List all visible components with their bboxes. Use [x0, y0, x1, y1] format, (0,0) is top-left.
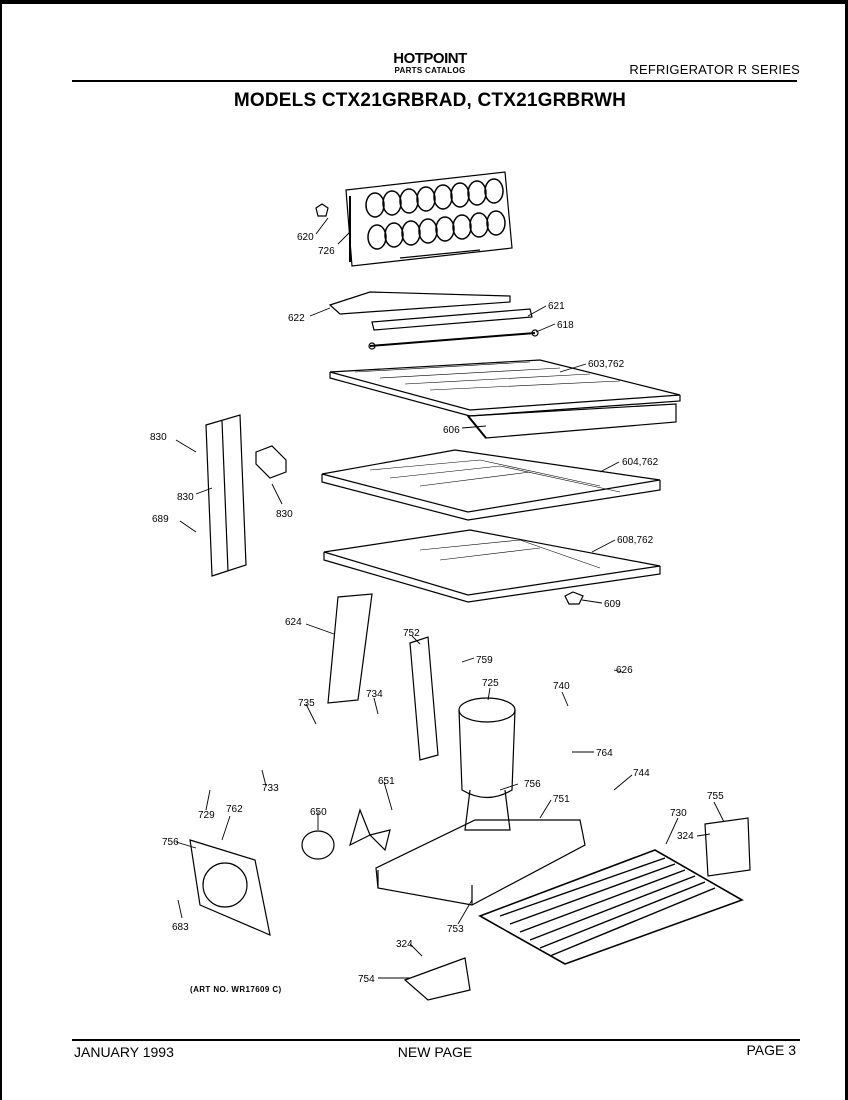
fan-blade	[349, 808, 391, 852]
compressor	[458, 697, 516, 831]
callout-740: 740	[553, 681, 570, 692]
callout-620: 620	[297, 232, 314, 243]
page-border-top	[0, 0, 848, 4]
callout-756-center: 756	[524, 779, 541, 790]
callout-755: 755	[707, 791, 724, 802]
shelf-603	[329, 359, 681, 417]
page-border-right	[845, 0, 848, 1100]
header-rule	[72, 80, 797, 82]
fan-motor	[301, 830, 335, 860]
callout-324-bottom: 324	[396, 939, 413, 950]
bracket-754	[403, 957, 471, 1001]
callout-729: 729	[198, 810, 215, 821]
callout-618: 618	[557, 320, 574, 331]
callout-764: 764	[596, 748, 613, 759]
evaporator-coil	[315, 171, 513, 267]
callout-753: 753	[447, 924, 464, 935]
callout-626: 626	[616, 665, 633, 676]
catalog-label: PARTS CATALOG	[394, 66, 466, 75]
callout-726: 726	[318, 246, 335, 257]
callout-754: 754	[358, 974, 375, 985]
series-title: REFRIGERATOR R SERIES	[629, 62, 800, 77]
callout-830-right: 830	[276, 509, 293, 520]
callout-651: 651	[378, 776, 395, 787]
footer-page-number: PAGE 3	[746, 1042, 796, 1058]
footer-rule	[72, 1039, 800, 1041]
evaporator-cover	[328, 291, 539, 350]
page-border-left	[0, 0, 2, 1100]
callout-324-right: 324	[677, 831, 694, 842]
callout-744: 744	[633, 768, 650, 779]
fan-shroud	[189, 839, 271, 937]
shelf-608	[323, 529, 661, 603]
callout-606: 606	[443, 425, 460, 436]
callout-608: 608,762	[617, 535, 654, 546]
footer-date: JANUARY 1993	[74, 1044, 174, 1060]
models-title: MODELS CTX21GRBRAD, CTX21GRBRWH	[233, 90, 627, 111]
callout-683: 683	[172, 922, 189, 933]
brand-name: HOTPOINT	[393, 50, 467, 67]
bracket-609	[564, 591, 584, 605]
compressor-base	[375, 819, 586, 906]
bracket-752	[409, 636, 439, 761]
callout-762: 762	[226, 804, 243, 815]
condenser-coil	[478, 849, 744, 965]
callout-734: 734	[366, 689, 383, 700]
callout-733: 733	[262, 783, 279, 794]
callout-730: 730	[670, 808, 687, 819]
callout-650: 650	[310, 807, 327, 818]
callout-604: 604,762	[622, 457, 659, 468]
callout-830-top: 830	[150, 432, 167, 443]
brand-block: HOTPOINT PARTS CATALOG	[360, 51, 500, 76]
callout-756-left: 756	[162, 837, 179, 848]
side-rail	[205, 414, 287, 577]
callout-752: 752	[403, 628, 420, 639]
callout-751: 751	[553, 794, 570, 805]
callout-735: 735	[298, 698, 315, 709]
callout-621: 621	[548, 301, 565, 312]
callout-725: 725	[482, 678, 499, 689]
footer-status: NEW PAGE	[397, 1044, 473, 1060]
callout-759: 759	[476, 655, 493, 666]
callout-603: 603,762	[588, 359, 625, 370]
shelf-604	[321, 449, 661, 521]
callout-689: 689	[152, 514, 169, 525]
callout-609: 609	[604, 599, 621, 610]
callout-622: 622	[288, 313, 305, 324]
callout-830-mid: 830	[177, 492, 194, 503]
air-duct	[327, 593, 373, 704]
art-number: (ART NO. WR17609 C)	[190, 985, 282, 994]
bracket-755	[704, 817, 751, 877]
leader-lines	[175, 217, 725, 979]
callout-624: 624	[285, 617, 302, 628]
